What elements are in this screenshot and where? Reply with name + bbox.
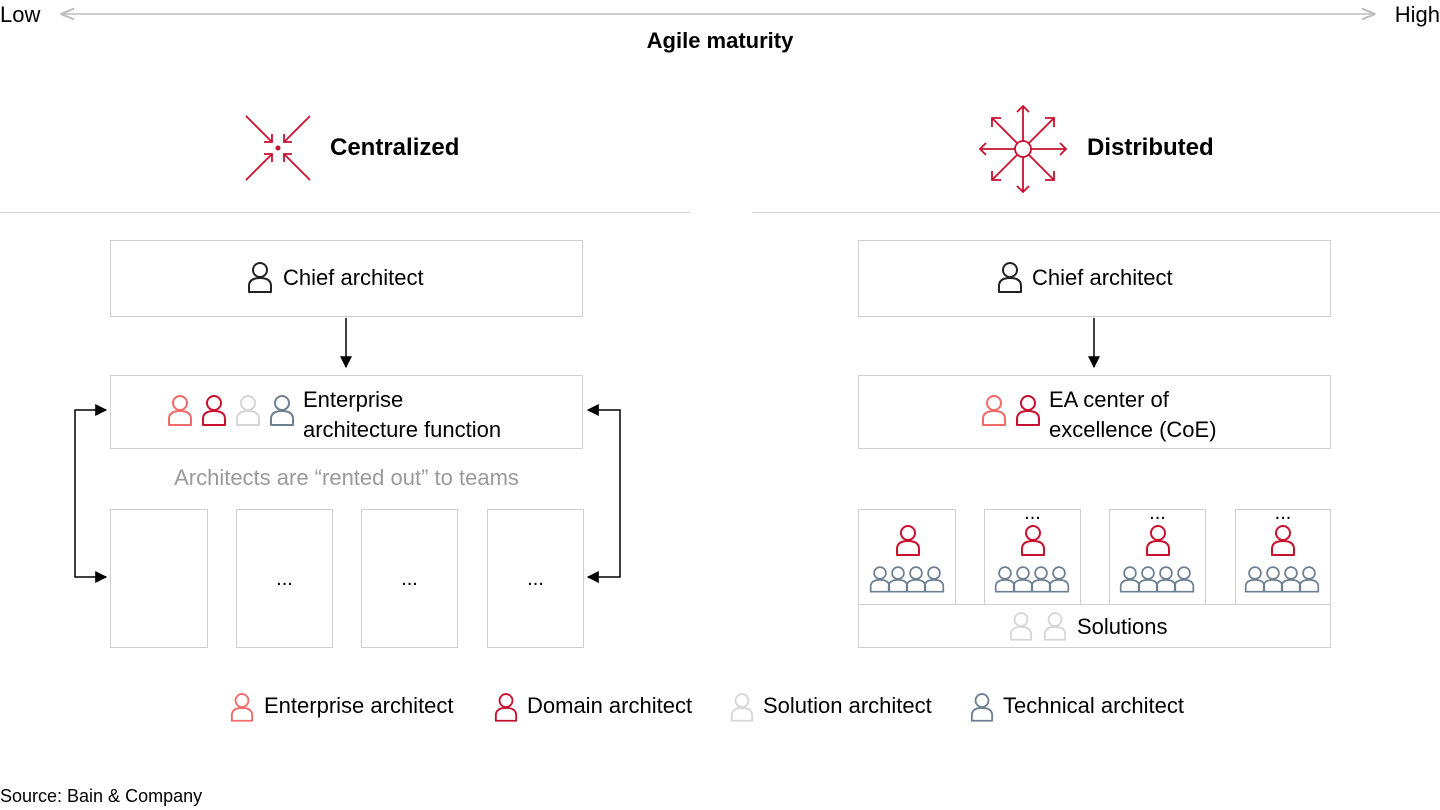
- team-box: ...: [1109, 502, 1206, 605]
- centralized-chief-box: Chief architect: [110, 240, 583, 317]
- function-label: Enterprise architecture function: [303, 385, 501, 445]
- centralized-chief-label: Chief architect: [283, 265, 424, 290]
- team-box: ...: [236, 509, 333, 648]
- legend-solution-label: Solution architect: [763, 693, 932, 718]
- legend: Enterprise architect Domain architect So…: [230, 688, 1230, 724]
- solution-architect-icon: [1009, 611, 1033, 641]
- team-box: [858, 509, 956, 605]
- legend-domain-icon: [494, 692, 518, 722]
- team-box: [110, 509, 208, 648]
- distributed-divider: [752, 212, 1440, 213]
- distributed-chief-label: Chief architect: [1032, 265, 1173, 290]
- diverging-arrows-icon: [978, 104, 1068, 194]
- team-ellipsis: ...: [1149, 502, 1166, 524]
- domain-architect-icon: [1145, 524, 1171, 556]
- centralized-divider: [0, 212, 690, 213]
- maturity-scale-arrow: [0, 0, 1440, 30]
- team-box: ...: [361, 509, 458, 648]
- team-box: ...: [1235, 502, 1331, 605]
- domain-architect-icon: [895, 524, 921, 556]
- team-ellipsis: ...: [276, 568, 293, 590]
- distributed-connector: [1088, 318, 1100, 369]
- enterprise-architecture-function-box: Enterprise architecture function: [110, 375, 583, 449]
- coe-label: EA center of excellence (CoE): [1049, 385, 1217, 445]
- centralized-connectors: [74, 318, 621, 583]
- team-members-icon: [869, 565, 949, 595]
- team-ellipsis: ...: [527, 568, 544, 590]
- scale-high-label: High: [1394, 2, 1440, 27]
- legend-enterprise-icon: [230, 692, 254, 722]
- domain-architect-icon: [1020, 524, 1046, 556]
- ea-coe-box: EA center of excellence (CoE): [858, 375, 1331, 449]
- legend-domain-label: Domain architect: [527, 693, 693, 718]
- team-ellipsis: ...: [1024, 502, 1041, 524]
- rented-out-note: Architects are “rented out” to teams: [174, 465, 519, 490]
- legend-solution-icon: [730, 692, 754, 722]
- source-note: Source: Bain & Company: [0, 786, 203, 806]
- team-ellipsis: ...: [401, 568, 418, 590]
- team-members-icon: [994, 565, 1074, 595]
- enterprise-architect-icon: [981, 394, 1007, 426]
- centralized-title: Centralized: [330, 134, 460, 161]
- function-label-line1: Enterprise: [303, 387, 404, 412]
- scale-title: Agile maturity: [646, 28, 794, 53]
- legend-enterprise-label: Enterprise architect: [264, 693, 454, 718]
- team-ellipsis: ...: [1274, 502, 1292, 524]
- coe-label-line2: excellence (CoE): [1049, 417, 1217, 442]
- coe-label-line1: EA center of: [1049, 387, 1169, 412]
- team-box: ...: [984, 502, 1081, 605]
- team-members-icon: [1244, 565, 1324, 595]
- function-label-line2: architecture function: [303, 417, 502, 442]
- distributed-chief-box: Chief architect: [858, 240, 1331, 317]
- legend-technical-label: Technical architect: [1003, 693, 1184, 718]
- solutions-label: Solutions: [1077, 614, 1168, 639]
- scale-low-label: Low: [0, 2, 41, 27]
- domain-architect-icon: [1270, 524, 1296, 556]
- team-members-icon: [1119, 565, 1199, 595]
- team-box: ...: [487, 509, 584, 648]
- solutions-box: Solutions: [858, 604, 1331, 648]
- solution-architect-icon: [1043, 611, 1067, 641]
- domain-architect-icon: [1015, 394, 1041, 426]
- legend-technical-icon: [970, 692, 994, 722]
- distributed-title: Distributed: [1087, 134, 1214, 161]
- converging-arrows-icon: [245, 115, 311, 181]
